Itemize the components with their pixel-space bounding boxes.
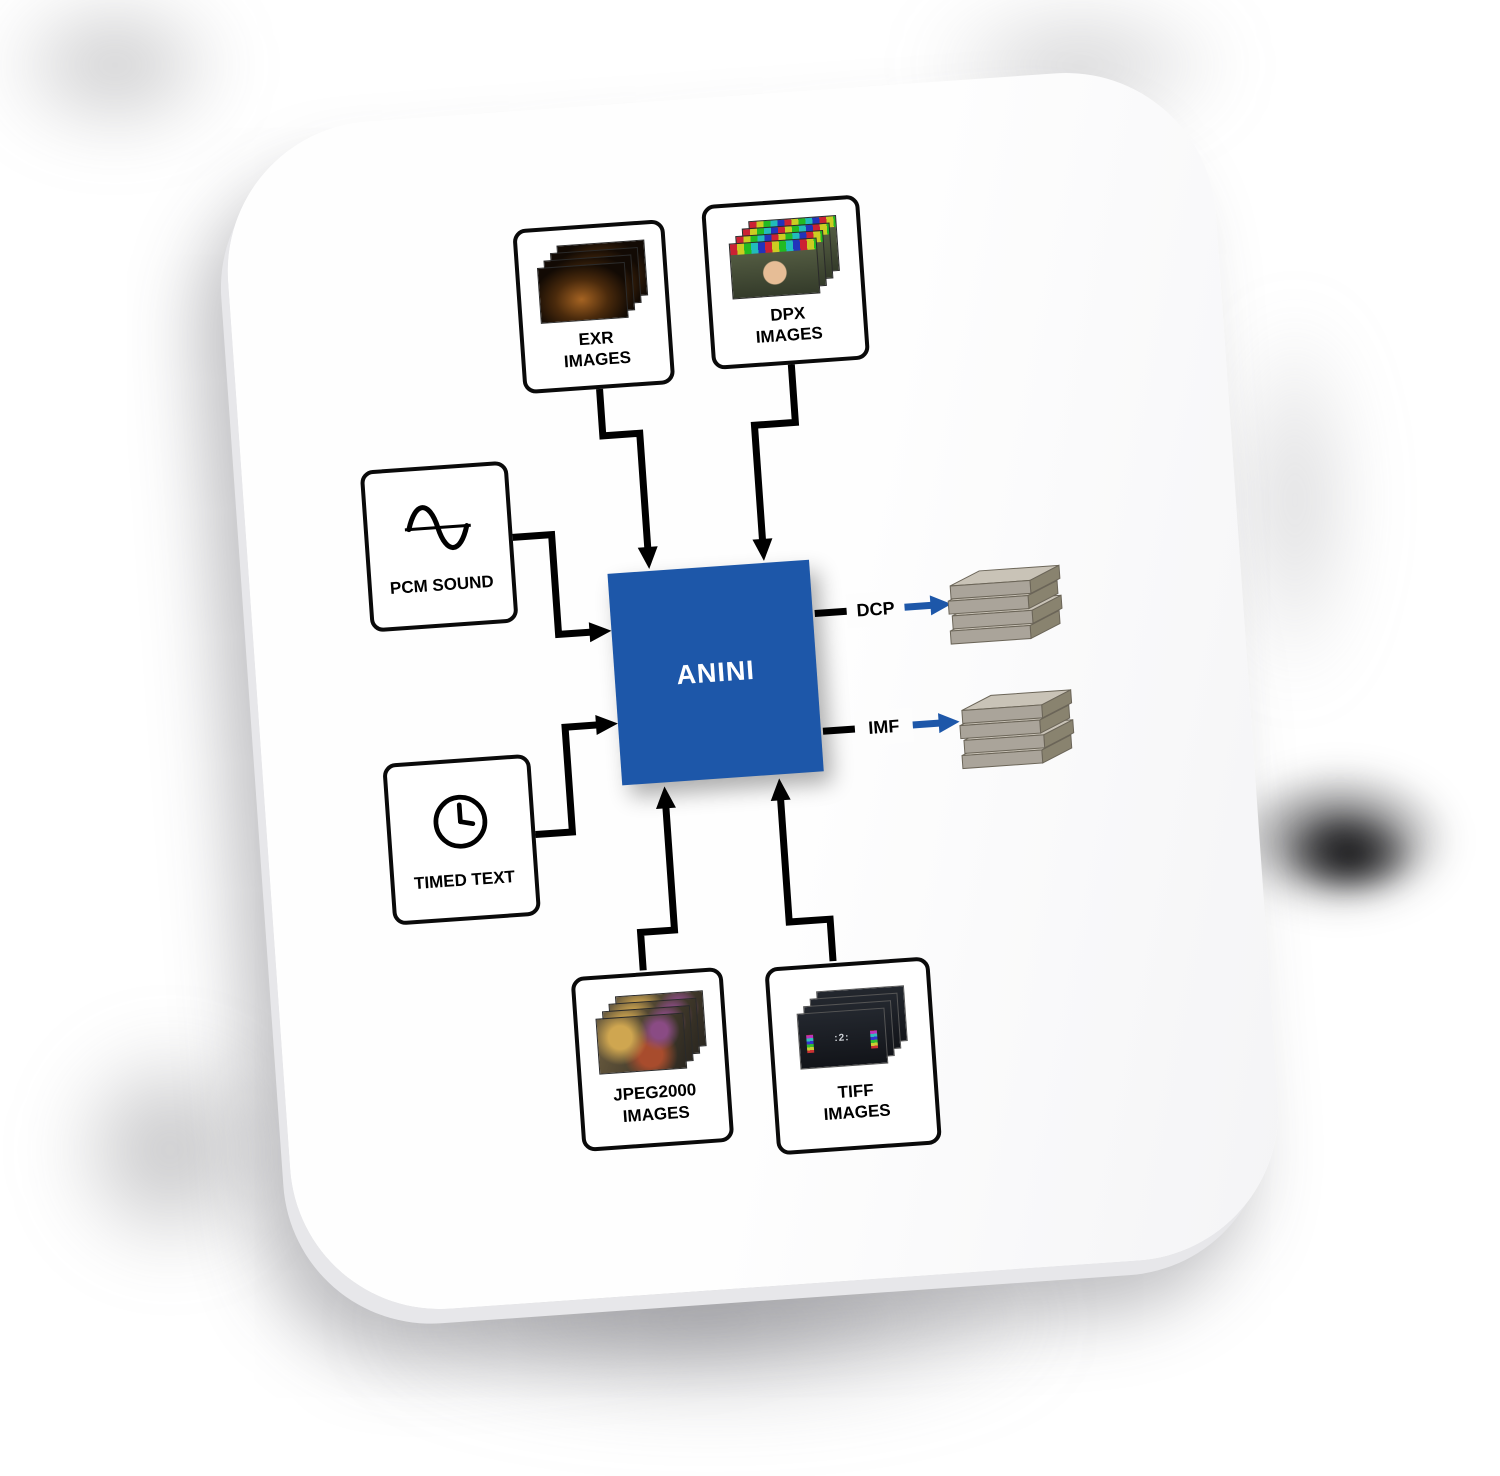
jpeg2000-image-stack-icon bbox=[593, 990, 708, 1077]
anini-label: ANINI bbox=[675, 654, 756, 690]
exr-image-stack-icon bbox=[534, 239, 649, 326]
arrowhead bbox=[752, 538, 773, 561]
dpx-label-line2: IMAGES bbox=[755, 323, 824, 347]
node-tiff-images: :2: :2: TIFF IMAGES bbox=[764, 956, 943, 1156]
imf-package-stack-icon bbox=[958, 689, 1076, 770]
exr-label-line2: IMAGES bbox=[563, 347, 632, 372]
arrowhead bbox=[595, 715, 618, 736]
shadow-blob bbox=[1260, 800, 1440, 910]
dpx-image-stack-icon bbox=[726, 214, 841, 302]
arrow-pcm-to-center bbox=[512, 530, 592, 639]
line-center-to-imf bbox=[822, 725, 860, 735]
arrowhead bbox=[770, 778, 791, 802]
arrow-tiff-to-center bbox=[777, 798, 837, 962]
imf-output-label: IMF bbox=[853, 707, 914, 746]
workflow-card: EXR IMAGES DPX IMAGES PCM SOUND bbox=[217, 62, 1289, 1320]
arrow-imf-out bbox=[910, 719, 941, 729]
dcp-package-stack-icon bbox=[946, 564, 1064, 645]
node-dpx-images: DPX IMAGES bbox=[701, 194, 871, 371]
arrow-timedtext-to-center bbox=[535, 721, 599, 839]
sine-wave-icon bbox=[404, 504, 471, 550]
shadow-blob bbox=[10, 990, 330, 1310]
pcm-label: PCM SOUND bbox=[389, 572, 495, 599]
tiff-image-stack-icon: :2: :2: bbox=[794, 984, 909, 1072]
timed-text-label: TIMED TEXT bbox=[413, 867, 516, 894]
arrow-exr-to-center bbox=[596, 388, 652, 550]
dcp-output-label: DCP bbox=[845, 590, 906, 629]
node-timed-text: TIMED TEXT bbox=[382, 753, 542, 926]
center-node-anini: ANINI bbox=[607, 559, 824, 786]
line-center-to-dcp bbox=[814, 607, 851, 617]
node-pcm-sound: PCM SOUND bbox=[359, 460, 519, 633]
arrowhead bbox=[655, 786, 676, 810]
connector-arrows bbox=[512, 364, 960, 971]
arrowhead bbox=[588, 622, 612, 643]
arrow-dpx-to-center bbox=[750, 364, 800, 542]
arrow-dcp-out bbox=[902, 601, 933, 611]
tiff-label-line2: IMAGES bbox=[823, 1100, 892, 1125]
arrowhead bbox=[637, 546, 658, 569]
arrowhead-blue bbox=[929, 595, 952, 616]
dcp-label-text: DCP bbox=[855, 597, 896, 621]
imf-label-text: IMF bbox=[867, 715, 900, 738]
tiff-thumb-text: :2: bbox=[833, 1032, 850, 1045]
arrowhead-blue bbox=[937, 713, 960, 734]
arrow-jpeg2000-to-center bbox=[636, 806, 679, 971]
node-exr-images: EXR IMAGES bbox=[512, 219, 676, 395]
node-jpeg2000-images: JPEG2000 IMAGES bbox=[570, 966, 735, 1152]
clock-icon bbox=[433, 794, 488, 849]
